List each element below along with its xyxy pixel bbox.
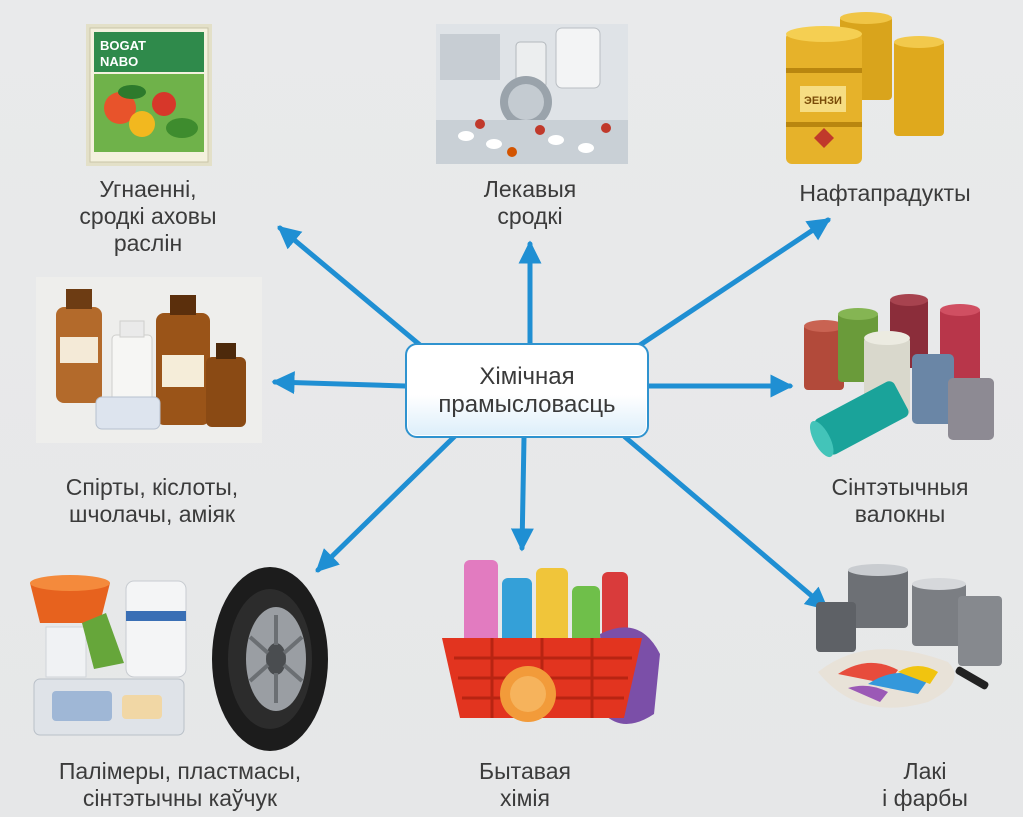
fertilizer-package-image: BOGAT NABO <box>86 24 212 166</box>
label-line: валокны <box>854 501 946 527</box>
label-line: Сінтэтычныя <box>831 474 969 500</box>
center-title-line-2: прамысловасць <box>438 390 616 418</box>
label-medicines: Лекавыя сродкі <box>430 176 630 230</box>
arrow-to-spirits <box>271 371 408 395</box>
label-line: Лекавыя <box>483 176 577 202</box>
label-line: хімія <box>500 785 550 811</box>
oil-barrels-image: ЭЕНЗИ <box>786 12 944 164</box>
pills-image <box>436 24 628 164</box>
arrow-to-polymers <box>315 433 458 573</box>
svg-text:ЭЕНЗИ: ЭЕНЗИ <box>804 95 842 107</box>
label-line: сінтэтычны каўчук <box>82 785 278 811</box>
label-polymers: Палімеры, пластмасы, сінтэтычны каўчук <box>30 758 330 812</box>
label-fibers: Сінтэтычныя валокны <box>800 474 1000 528</box>
label-line: Угнаенні, <box>99 176 197 202</box>
center-box: Хімічная прамысловасць <box>405 343 649 438</box>
arrow-to-household <box>510 435 534 552</box>
label-fertilizers: Угнаенні, сродкі аховы раслін <box>48 176 248 257</box>
chemical-bottles-image <box>36 277 262 443</box>
svg-text:BOGAT: BOGAT <box>100 38 146 53</box>
label-spirits: Спірты, кіслоты, шчолачы, аміяк <box>22 474 282 528</box>
label-paints: Лакі і фарбы <box>850 758 1000 812</box>
label-line: сродкі аховы <box>79 203 217 229</box>
label-line: і фарбы <box>882 785 968 811</box>
cleaning-basket-image <box>442 560 660 724</box>
paint-cans-image <box>816 564 1002 708</box>
label-line: Лакі <box>903 758 947 784</box>
label-household: Бытавая хімія <box>450 758 600 812</box>
label-line: Спірты, кіслоты, <box>65 474 239 500</box>
label-oil-products: Нафтапрадукты <box>770 180 1000 207</box>
arrow-to-oil-products <box>637 217 831 348</box>
label-line: Бытавая <box>479 758 571 784</box>
plastics-and-tire-image <box>30 567 328 751</box>
label-line: раслін <box>113 230 183 256</box>
label-line: Палімеры, пластмасы, <box>58 758 302 784</box>
label-line: сродкі <box>497 203 563 229</box>
arrow-to-paints <box>622 434 829 611</box>
thread-spools-image <box>804 294 994 458</box>
center-title-line-1: Хімічная <box>479 362 575 390</box>
svg-text:NABO: NABO <box>100 54 138 69</box>
label-line: шчолачы, аміяк <box>69 501 235 527</box>
label-line: Нафтапрадукты <box>799 180 971 206</box>
arrow-to-fertilizers <box>277 225 423 348</box>
